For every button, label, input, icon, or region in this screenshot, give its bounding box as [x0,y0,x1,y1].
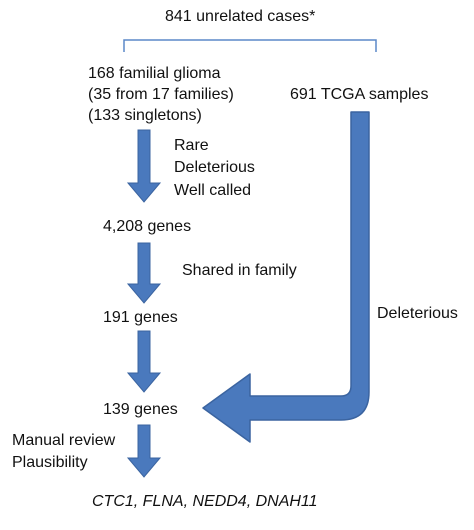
filter-shared-in-family: Shared in family [182,262,297,279]
arrow-4208-to-191 [126,242,162,304]
filter-well-called: Well called [174,182,252,199]
cases-bracket [123,39,377,52]
arrow-191-to-139 [126,330,162,393]
filter-rare: Rare [174,137,209,154]
familial-line-1: 168 familial glioma [88,65,221,82]
familial-line-2: (35 from 17 families) [88,86,234,103]
count-4208-genes: 4,208 genes [103,218,192,235]
total-cases-label: 841 unrelated cases* [165,8,316,25]
filter-manual-review: Manual review [12,432,116,449]
arrow-familial-to-4208 [126,129,162,203]
arrow-tcga-to-139 [202,111,370,443]
count-139-genes: 139 genes [103,401,178,418]
filter-plausibility: Plausibility [12,454,88,471]
count-191-genes: 191 genes [103,309,178,326]
tcga-filter-deleterious: Deleterious [377,305,458,322]
familial-line-3: (133 singletons) [88,107,202,124]
tcga-samples-label: 691 TCGA samples [290,86,429,103]
result-genes: CTC1, FLNA, NEDD4, DNAH11 [92,493,318,510]
arrow-139-to-result [126,424,162,478]
filter-deleterious: Deleterious [174,159,255,176]
